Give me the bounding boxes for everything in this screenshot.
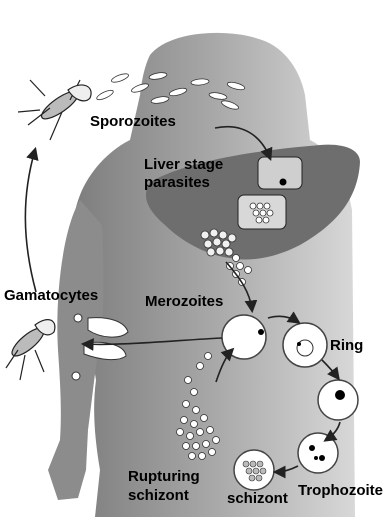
red-blood-cell-icon [318, 380, 358, 420]
red-blood-cell-icon [234, 450, 274, 490]
label-gamatocytes: Gamatocytes [2, 287, 100, 305]
liver-cell [258, 157, 302, 189]
label-merozoites: Merozoites [143, 293, 225, 311]
label-schizont: schizont [225, 490, 290, 508]
mosquito-icon [6, 320, 55, 380]
red-blood-cell-icon [283, 323, 327, 367]
label-sporozoites: Sporozoites [88, 113, 178, 131]
liver-cell [238, 195, 286, 229]
mosquito-icon [18, 80, 91, 140]
label-ring: Ring [328, 337, 365, 355]
label-trophozoite: Trophozoite [296, 482, 385, 500]
label-liver-stage-line2: parasites [142, 174, 212, 192]
label-liver-stage-line1: Liver stage [142, 156, 225, 174]
red-blood-cell-icon [222, 315, 266, 359]
label-rupturing-line2: schizont [126, 487, 191, 505]
red-blood-cell-icon [298, 433, 338, 473]
label-rupturing-line1: Rupturing [126, 468, 202, 486]
